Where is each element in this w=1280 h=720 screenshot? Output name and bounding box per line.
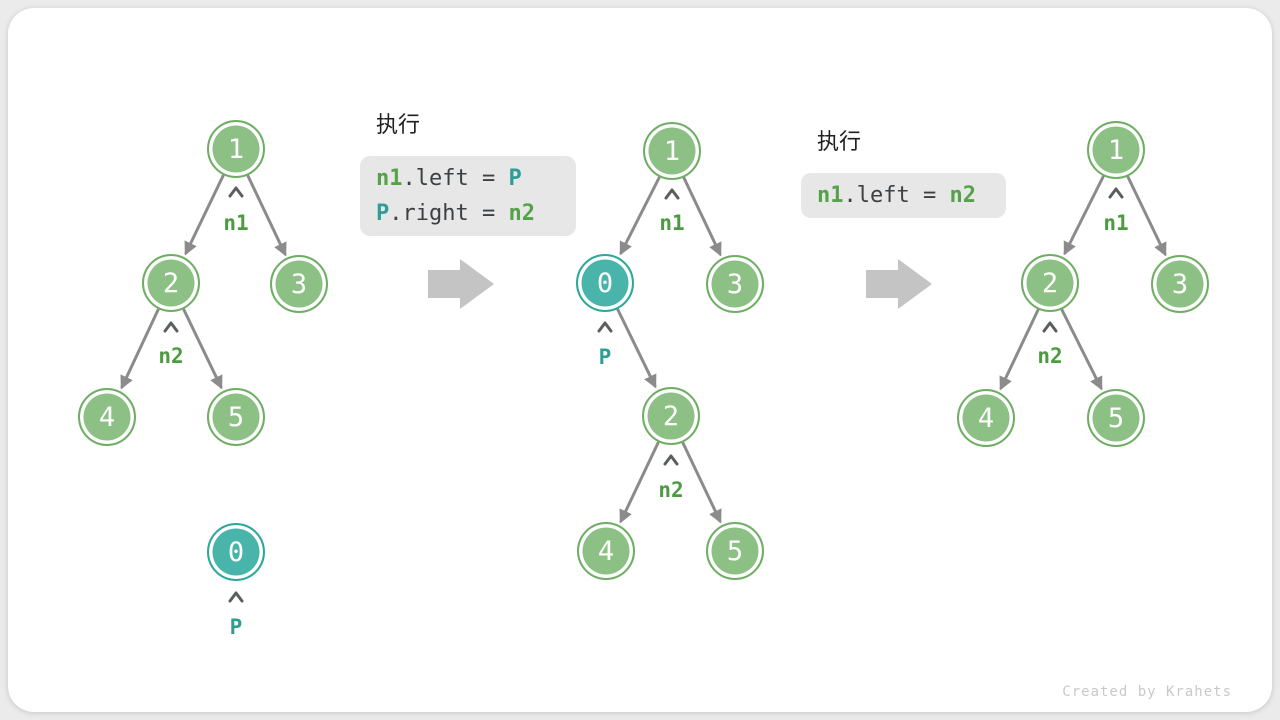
tree-node: 4 (577, 522, 635, 580)
edge-2-4 (120, 308, 160, 390)
edge-1-2 (184, 174, 225, 256)
tree-node: 5 (706, 522, 764, 580)
node-value: 2 (1041, 267, 1059, 299)
caret-up-icon (1108, 187, 1124, 199)
code-token: .left = (843, 183, 950, 208)
edge-1-0 (619, 176, 661, 256)
node-value: 4 (597, 535, 615, 567)
caret-up-icon (1042, 321, 1058, 333)
tree-node: 1 (643, 122, 701, 180)
right-block-arrow-icon (428, 259, 494, 309)
pointer-label-p: P (598, 345, 612, 369)
tree-node: 4 (957, 389, 1015, 447)
edge-2-5 (182, 308, 223, 390)
code-token: .right = (389, 201, 509, 226)
code-token: .left = (402, 166, 509, 191)
node-value: 0 (596, 267, 614, 299)
caret-up-icon (228, 591, 244, 603)
node-value: 3 (726, 268, 744, 300)
caret-up-icon (597, 321, 613, 333)
code-block-title: 执行 (817, 130, 862, 155)
diagram-card: 1 2 3 4 5 0 n1 n2 P 1 0 3 2 4 5 n1 P n2 … (8, 8, 1272, 712)
code-token-n1: n1 (376, 166, 403, 191)
code-line: P.right = n2 (376, 196, 560, 231)
tree-node: 3 (270, 255, 328, 313)
edge-2-4 (619, 441, 660, 524)
pointer-label-n2: n2 (158, 344, 184, 368)
node-value: 5 (227, 401, 245, 433)
pointer-label-n2: n2 (658, 478, 684, 502)
edges-and-arrows-layer (120, 174, 1167, 603)
node-value: 1 (227, 133, 245, 165)
node-value: 3 (1171, 268, 1189, 300)
tree-node: 2 (642, 387, 700, 445)
tree-node: 4 (78, 388, 136, 446)
caret-up-icon (664, 188, 680, 200)
code-token-n1: n1 (817, 183, 844, 208)
node-value: 5 (726, 535, 744, 567)
code-line: n1.left = n2 (817, 178, 990, 213)
pointer-label-n2: n2 (1037, 344, 1063, 368)
node-value: 1 (1107, 134, 1125, 166)
right-block-arrow-icon (866, 259, 932, 309)
pointer-label-p: P (229, 615, 243, 639)
edge-1-2 (1063, 175, 1105, 256)
node-value: 5 (1107, 402, 1125, 434)
code-block-remove: 执行 n1.left = n2 (801, 124, 1006, 218)
tree-node: 2 (1021, 254, 1079, 312)
node-value: 1 (663, 135, 681, 167)
node-value: 2 (162, 267, 180, 299)
edge-2-5 (1060, 308, 1103, 391)
tree-node: 3 (706, 255, 764, 313)
code-token-p: P (376, 201, 390, 226)
code-box: n1.left = n2 (801, 173, 1006, 218)
pointer-label-n1: n1 (1103, 211, 1129, 235)
code-token-n2: n2 (508, 201, 535, 226)
credit-text: Created by Krahets (1062, 684, 1232, 700)
tree-node: 1 (207, 120, 265, 178)
tree-node: 5 (207, 388, 265, 446)
pointer-label-n1: n1 (659, 211, 685, 235)
node-value: 4 (98, 401, 116, 433)
caret-up-icon (228, 186, 244, 198)
code-block-insert: 执行 n1.left = P P.right = n2 (360, 107, 576, 236)
edge-2-4 (999, 308, 1040, 391)
code-line: n1.left = P (376, 161, 560, 196)
tree-node: 1 (1087, 121, 1145, 179)
caret-up-icon (663, 454, 679, 466)
tree-node: 2 (142, 254, 200, 312)
tree-node: 5 (1087, 389, 1145, 447)
edge-1-3 (682, 176, 722, 257)
transition-arrows (428, 259, 932, 309)
tree-node: 3 (1151, 255, 1209, 313)
edge-1-3 (246, 174, 287, 257)
code-box: n1.left = P P.right = n2 (360, 156, 576, 236)
code-token-n2: n2 (949, 183, 976, 208)
caret-up-icon (163, 321, 179, 333)
tree-node-detached: 0 (207, 523, 265, 581)
edge-0-2 (616, 308, 657, 389)
tree-node-inserted: 0 (576, 254, 634, 312)
pointer-label-n1: n1 (223, 211, 249, 235)
edge-1-3 (1126, 175, 1167, 257)
edge-2-5 (681, 441, 722, 524)
node-value: 4 (977, 402, 995, 434)
node-value: 3 (290, 268, 308, 300)
code-block-title: 执行 (376, 113, 421, 138)
node-value: 2 (662, 400, 680, 432)
node-value: 0 (227, 536, 245, 568)
code-token-p: P (508, 166, 522, 191)
